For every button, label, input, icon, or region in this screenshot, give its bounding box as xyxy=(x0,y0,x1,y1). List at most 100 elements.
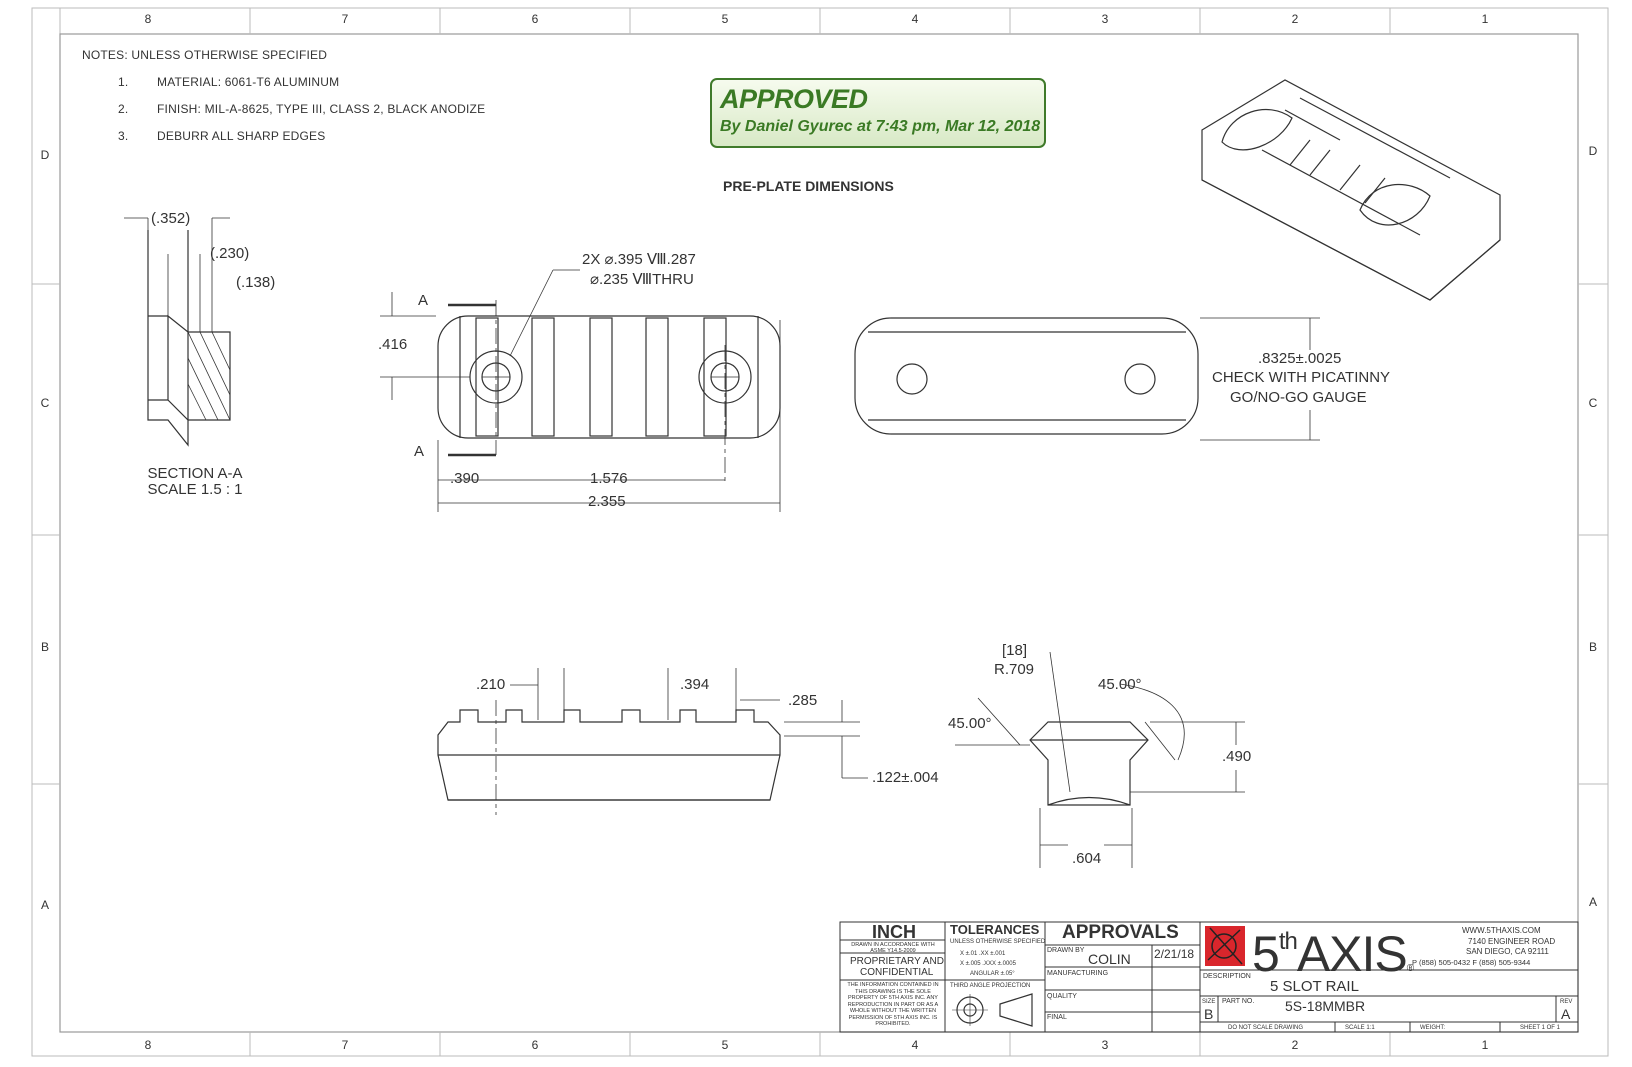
drawn-by-label: DRAWN BY xyxy=(1047,947,1085,954)
dim-overall-length: 2.355 xyxy=(588,493,626,510)
title-block-frame xyxy=(839,921,1579,1033)
dim-end-height: .490 xyxy=(1222,748,1252,765)
hole-callout-thru: ⌀.235 ⅧTHRU xyxy=(590,271,694,288)
isometric-view xyxy=(1201,79,1501,301)
zone-row-right-c: C xyxy=(1588,396,1598,410)
zone-column-bottom-2: 2 xyxy=(1291,1038,1299,1052)
proprietary-line1: PROPRIETARY AND xyxy=(850,956,944,967)
brand-address-2: SAN DIEGO, CA 92111 xyxy=(1466,947,1549,956)
rev-label: REV xyxy=(1560,999,1573,1005)
zone-column-bottom-6: 6 xyxy=(531,1038,539,1052)
manufacturing-label: MANUFACTURING xyxy=(1047,970,1109,977)
section-label: SECTION A-A xyxy=(147,465,243,482)
tolerance-line1: X ±.01 .XX ±.001 xyxy=(960,951,1006,957)
top-view-rail xyxy=(380,269,781,512)
zone-column-top-7: 7 xyxy=(341,12,349,26)
tolerances-sub: UNLESS OTHERWISE SPECIFIED xyxy=(950,939,1046,945)
stamp-approver: By Daniel Gyurec at 7:43 pm, Mar 12, 201… xyxy=(720,118,1041,135)
scale-label: SCALE 1:1 xyxy=(1345,1025,1375,1031)
section-scale: SCALE 1.5 : 1 xyxy=(147,481,243,498)
zone-column-bottom-5: 5 xyxy=(721,1038,729,1052)
sheet-label: SHEET 1 OF 1 xyxy=(1520,1025,1560,1031)
dim-slot-start: .210 xyxy=(476,676,506,693)
zone-row-right-b: B xyxy=(1588,640,1597,654)
brand-website: WWW.5THAXIS.COM xyxy=(1462,926,1541,935)
part-no-label: PART NO. xyxy=(1222,998,1255,1005)
brand-logo-icon xyxy=(1205,926,1245,966)
view-title: PRE-PLATE DIMENSIONS xyxy=(723,178,894,194)
dim-slot-width: .285 xyxy=(788,692,818,709)
drawn-date: 2/21/18 xyxy=(1154,947,1195,961)
zone-column-top-8: 8 xyxy=(144,12,152,26)
zone-column-top-5: 5 xyxy=(721,12,729,26)
gauge-note-line1: CHECK WITH PICATINNY xyxy=(1212,369,1391,386)
end-view-rail xyxy=(955,651,1245,868)
zone-row-left-a: A xyxy=(40,898,49,912)
radius-dim: R.709 xyxy=(994,661,1035,678)
zone-column-bottom-7: 7 xyxy=(341,1038,349,1052)
note-3-text: DEBURR ALL SHARP EDGES xyxy=(157,129,326,143)
unit-label: INCH xyxy=(872,922,916,942)
brand-phone: P (858) 505-0432 F (858) 505-9344 xyxy=(1412,958,1531,967)
angle-right: 45.00° xyxy=(1098,676,1142,693)
proprietary-line2: CONFIDENTIAL xyxy=(860,967,934,978)
zone-column-top-6: 6 xyxy=(531,12,539,26)
dim-slot-pitch: .394 xyxy=(680,676,710,693)
zone-row-left-d: D xyxy=(40,148,50,162)
zone-column-top-2: 2 xyxy=(1291,12,1299,26)
quality-label: QUALITY xyxy=(1047,993,1077,1000)
brand-wordmark: 5thAXIS® xyxy=(1252,916,1414,995)
dim-end-width: .604 xyxy=(1072,850,1102,867)
zone-column-bottom-4: 4 xyxy=(911,1038,919,1052)
angle-left: 45.00° xyxy=(948,715,992,732)
zone-frame xyxy=(31,7,1609,1057)
section-dim-138: (.138) xyxy=(236,274,276,291)
description-label: DESCRIPTION xyxy=(1203,973,1251,980)
dim-edge-to-hole: .390 xyxy=(450,470,480,487)
tolerances-title: TOLERANCES xyxy=(950,922,1040,937)
brand-name: AXIS xyxy=(1296,926,1408,982)
size-label: SIZE xyxy=(1202,999,1216,1005)
projection-symbol-icon xyxy=(952,993,1033,1027)
section-dim-230: (.230) xyxy=(210,245,250,262)
brand-address-1: 7140 ENGINEER ROAD xyxy=(1468,937,1556,946)
tolerance-line2: X ±.005 .XXX ±.0005 xyxy=(960,961,1016,967)
drawn-by-name: COLIN xyxy=(1088,951,1131,967)
dim-width-tolerance: .8325±.0025 xyxy=(1258,350,1342,367)
proprietary-text: THE INFORMATION CONTAINED IN THIS DRAWIN… xyxy=(847,982,939,1027)
note-1-number: 1. xyxy=(118,75,129,89)
notes-header: NOTES: UNLESS OTHERWISE SPECIFIED xyxy=(82,48,328,62)
zone-column-bottom-8: 8 xyxy=(144,1038,152,1052)
hole-callout-counterbore: 2X ⌀.395 Ⅷ.287 xyxy=(582,251,696,268)
section-mark-bottom: A xyxy=(414,443,425,460)
brand-registered: ® xyxy=(1406,963,1414,974)
bottom-view-rail xyxy=(854,317,1320,441)
inner-border xyxy=(59,33,1579,1033)
zone-column-bottom-3: 3 xyxy=(1101,1038,1109,1052)
description-value: 5 SLOT RAIL xyxy=(1270,978,1359,995)
rev-value: A xyxy=(1561,1006,1571,1022)
zone-ticks xyxy=(32,8,1608,1056)
approved-stamp: APPROVED By Daniel Gyurec at 7:43 pm, Ma… xyxy=(710,78,1046,148)
dim-top-height: .416 xyxy=(378,336,408,353)
zone-column-top-4: 4 xyxy=(911,12,919,26)
note-1-text: MATERIAL: 6061-T6 ALUMINUM xyxy=(157,75,340,89)
note-2-number: 2. xyxy=(118,102,129,116)
brand-superscript: th xyxy=(1278,928,1298,955)
tolerance-line3: ANGULAR ±.05° xyxy=(970,971,1015,977)
zone-row-left-b: B xyxy=(40,640,49,654)
gauge-note-line2: GO/NO-GO GAUGE xyxy=(1230,389,1367,406)
stamp-title: APPROVED xyxy=(720,84,868,114)
note-2-text: FINISH: MIL-A-8625, TYPE III, CLASS 2, B… xyxy=(157,102,486,116)
unit-note: DRAWN IN ACCORDANCE WITH ASME Y14.5-2009 xyxy=(851,942,935,954)
approvals-title: APPROVALS xyxy=(1062,922,1179,943)
dim-hole-spacing: 1.576 xyxy=(590,470,628,487)
section-dim-352: (.352) xyxy=(151,210,191,227)
brand-number: 5 xyxy=(1252,926,1280,982)
zone-column-top-3: 3 xyxy=(1101,12,1109,26)
projection-label: THIRD ANGLE PROJECTION xyxy=(950,983,1031,989)
final-label: FINAL xyxy=(1047,1014,1067,1021)
size-value: B xyxy=(1204,1006,1214,1022)
dim-slot-depth: .122±.004 xyxy=(872,769,939,786)
